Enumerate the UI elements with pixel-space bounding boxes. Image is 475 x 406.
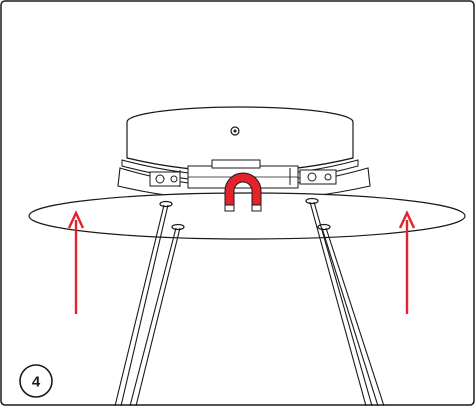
arrow-up-icon-left — [67, 210, 85, 314]
arrow-up-icon-right — [398, 210, 416, 314]
ceiling-canopy — [121, 106, 359, 183]
suspension-cables — [114, 201, 385, 406]
step-number: 4 — [32, 374, 41, 391]
step-number-badge: 4 — [19, 364, 53, 398]
fixture-disc — [28, 192, 466, 240]
magnet-icon — [224, 172, 262, 212]
